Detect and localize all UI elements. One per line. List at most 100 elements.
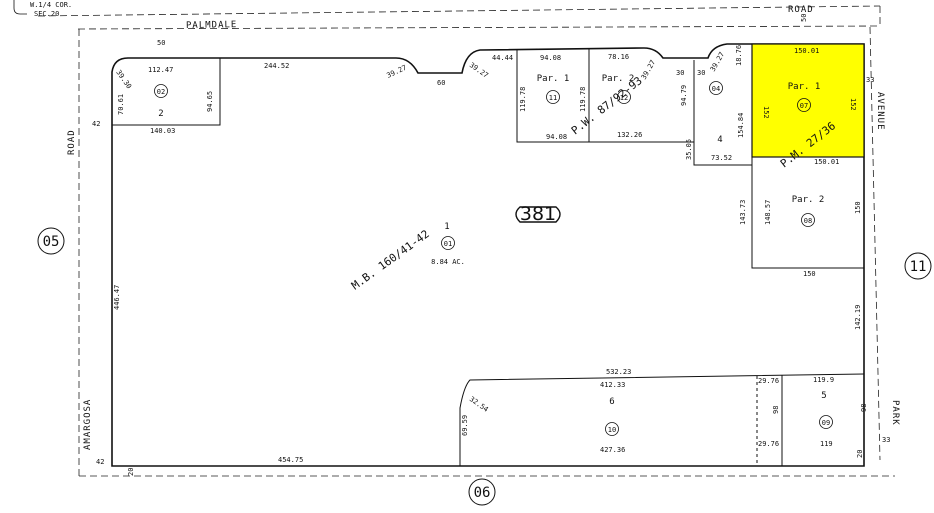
neighbor-sheet-left: 05 bbox=[37, 227, 65, 255]
dim: 39.27 bbox=[385, 64, 407, 80]
par-1-right: Par. 1 07 bbox=[788, 82, 821, 112]
dim: 98 bbox=[772, 406, 780, 414]
lot-4-apn: 04 bbox=[712, 85, 720, 93]
par-2-top: Par. 2 12 bbox=[602, 74, 635, 104]
dim: 150.01 bbox=[794, 47, 819, 55]
parcel-lines bbox=[112, 48, 864, 269]
dim: 94.79 bbox=[680, 85, 688, 106]
dim: 78.16 bbox=[608, 53, 629, 61]
dim: 70.61 bbox=[117, 94, 125, 115]
dim: 150.01 bbox=[814, 158, 839, 166]
lot-5-apn: 09 bbox=[822, 419, 830, 427]
dim: 29.76 bbox=[758, 377, 779, 385]
road-name-road-left: ROAD bbox=[67, 129, 77, 155]
par-2-right-apn: 08 bbox=[804, 217, 812, 225]
par-1-right-apn: 07 bbox=[800, 102, 808, 110]
lot-1-apn: 01 bbox=[444, 240, 452, 248]
corner-note-line2: SEC.20 bbox=[34, 10, 59, 18]
neighbor-right-label: 11 bbox=[910, 259, 927, 275]
dim: 98 bbox=[860, 404, 868, 412]
block-boundary bbox=[111, 43, 865, 467]
dim: 42 bbox=[92, 120, 100, 128]
road-name-avenue: AVENUE bbox=[875, 92, 885, 131]
map-book-badge: 381 bbox=[515, 203, 561, 225]
dim: 412.33 bbox=[600, 381, 625, 389]
par-1-top: Par. 1 11 bbox=[537, 74, 569, 104]
dim: 69.59 bbox=[461, 415, 469, 436]
dim: 94.08 bbox=[540, 54, 561, 62]
dim: 94.08 bbox=[546, 133, 567, 141]
dim: 20 bbox=[856, 450, 864, 458]
dim: 119.78 bbox=[579, 87, 587, 112]
dim: 112.47 bbox=[148, 66, 173, 74]
neighbor-left-label: 05 bbox=[43, 234, 60, 250]
dim: 119.78 bbox=[519, 87, 527, 112]
dim: 152 bbox=[849, 98, 857, 111]
dim: 32.54 bbox=[468, 395, 490, 414]
dim: 152 bbox=[762, 106, 770, 119]
par-2-right: Par. 2 08 bbox=[792, 195, 825, 227]
dim: 33 bbox=[882, 436, 890, 444]
par-2-top-apn: 12 bbox=[620, 94, 628, 102]
dim: 18.76 bbox=[735, 45, 743, 66]
par-2-top-number: Par. 2 bbox=[602, 74, 635, 84]
dim: 119 bbox=[820, 440, 833, 448]
road-name-palmdale: PALMDALE bbox=[186, 20, 238, 31]
neighbor-sheet-bottom: 06 bbox=[468, 478, 496, 506]
dim: 44.44 bbox=[492, 54, 513, 62]
dim: 42 bbox=[96, 458, 104, 466]
dim: 39.27 bbox=[709, 51, 726, 73]
recorded-map-main: M.B. 160/41-42 bbox=[349, 227, 432, 292]
lot-1-area: 8.84 AC. bbox=[431, 258, 465, 266]
dim: 150 bbox=[803, 270, 816, 278]
par-2-right-number: Par. 2 bbox=[792, 195, 825, 205]
dim: 140.03 bbox=[150, 127, 175, 135]
dim: 39.27 bbox=[468, 61, 490, 80]
dim: 60 bbox=[437, 79, 445, 87]
neighbor-bottom-label: 06 bbox=[474, 485, 491, 501]
lot-1-number: 1 bbox=[444, 222, 449, 232]
dim: 132.26 bbox=[617, 131, 642, 139]
dim: 427.36 bbox=[600, 446, 625, 454]
dim: 446.47 bbox=[113, 285, 121, 310]
road-name-amargosa: AMARGOSA bbox=[83, 399, 93, 450]
lot-2-number: 2 bbox=[158, 109, 163, 119]
dim: 73.52 bbox=[711, 154, 732, 162]
dim: 94.65 bbox=[206, 91, 214, 112]
dim: 50 bbox=[800, 14, 808, 22]
road-name-road-top: ROAD bbox=[788, 5, 814, 15]
dim: 39.30 bbox=[114, 69, 133, 91]
road-name-park: PARK bbox=[890, 400, 900, 426]
lot-1: 1 01 8.84 AC. bbox=[431, 222, 465, 266]
dim: 29.76 bbox=[758, 440, 779, 448]
dim: 20 bbox=[127, 468, 135, 476]
lot-2-apn: 02 bbox=[157, 88, 165, 96]
par-1-right-number: Par. 1 bbox=[788, 82, 821, 92]
lot-6: 6 10 bbox=[605, 397, 619, 436]
dim: 142.19 bbox=[854, 305, 862, 330]
lower-lots bbox=[459, 373, 865, 466]
dim: 119.9 bbox=[813, 376, 834, 384]
dim: 30 bbox=[676, 69, 684, 77]
map-book-number: 381 bbox=[520, 203, 556, 225]
neighbor-sheet-right: 11 bbox=[904, 252, 932, 280]
lot-5: 5 09 bbox=[819, 391, 833, 429]
highlighted-parcel bbox=[751, 43, 865, 158]
dim: 33 bbox=[866, 76, 874, 84]
road-dashed-lines bbox=[37, 5, 895, 477]
lot-4: 04 4 bbox=[709, 81, 723, 145]
dim: 39.27 bbox=[640, 59, 657, 81]
dim: 150 bbox=[854, 201, 862, 214]
lot-6-number: 6 bbox=[609, 397, 614, 407]
lot-4-number: 4 bbox=[717, 135, 722, 145]
corner-note-line1: W.1/4 COR. bbox=[30, 1, 72, 9]
dim: 30 bbox=[697, 69, 705, 77]
corner-note: W.1/4 COR. SEC.20 bbox=[13, 0, 72, 18]
dim: 244.52 bbox=[264, 62, 289, 70]
dim: 454.75 bbox=[278, 456, 303, 464]
dim: 154.84 bbox=[737, 113, 745, 138]
lot-2: 02 2 bbox=[154, 84, 168, 119]
par-1-top-apn: 11 bbox=[549, 94, 557, 102]
lot-5-number: 5 bbox=[821, 391, 826, 401]
